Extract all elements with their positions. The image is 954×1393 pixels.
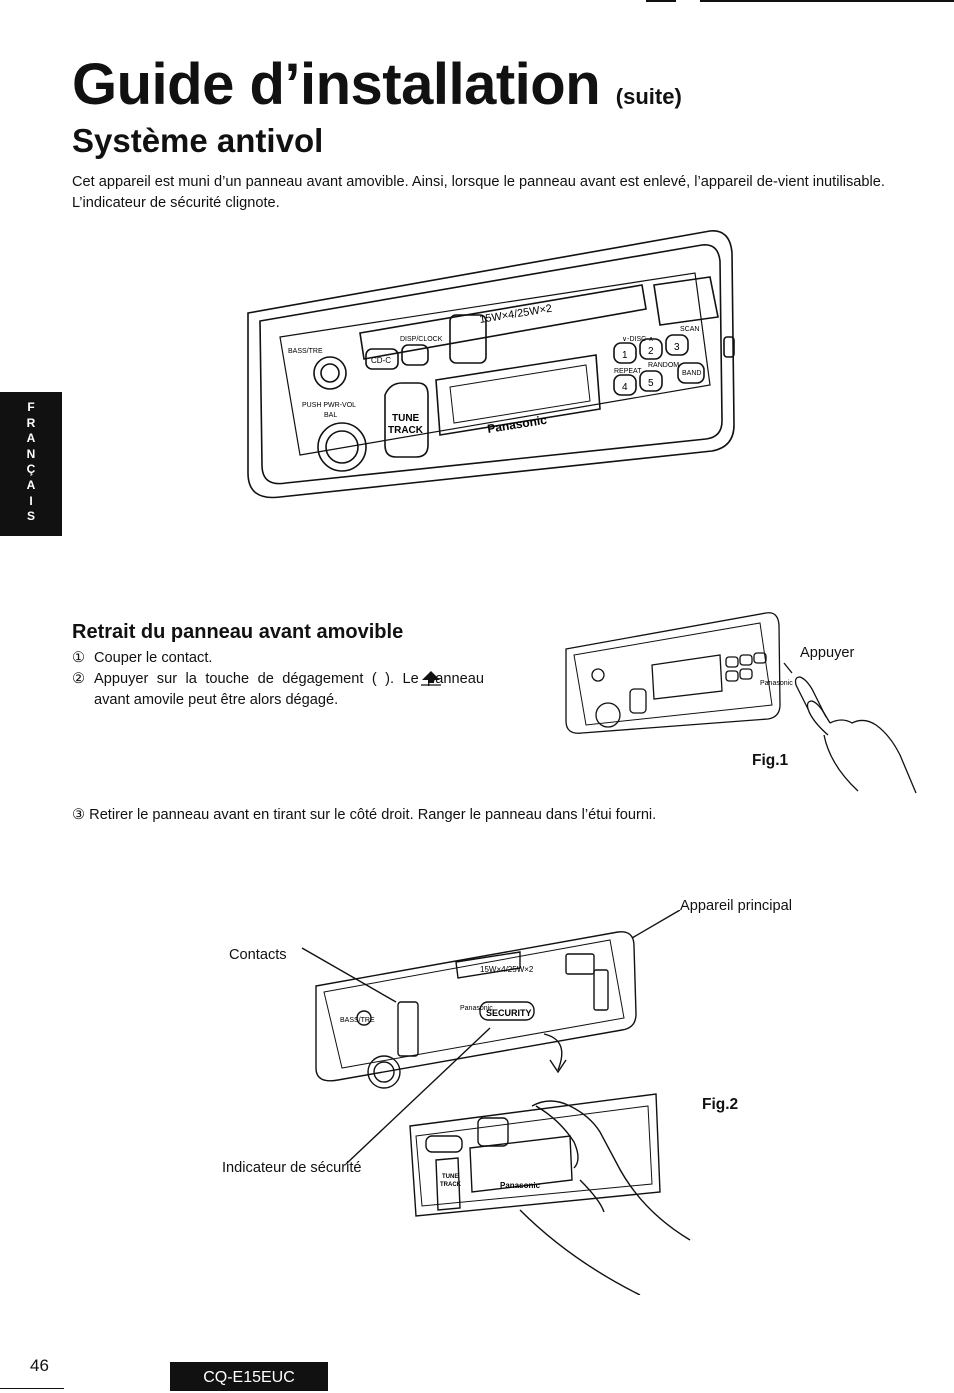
- label-disp-clock: DISP/CLOCK: [400, 336, 443, 343]
- label-bal: BAL: [324, 412, 337, 419]
- step-number: ③: [72, 807, 86, 823]
- fig2-brand: Panasonic: [460, 1005, 493, 1012]
- step-text: Appuyer sur la touche de dégagement ( ).…: [94, 671, 484, 708]
- fig2-panel-brand: Panasonic: [500, 1181, 541, 1190]
- label-preset-4: 4: [622, 382, 628, 393]
- fig1-callout-press: Appuyer: [800, 645, 855, 661]
- language-tab-letter: A: [26, 477, 36, 492]
- step-text: Retirer le panneau avant en tirant sur l…: [89, 807, 657, 823]
- release-arrow-icon: [421, 671, 441, 686]
- label-bass-treble: BASS/TRE: [288, 348, 323, 355]
- page-title-text: Guide d’installation: [72, 52, 601, 117]
- label-scan: SCAN: [680, 326, 699, 333]
- step-item: ② Appuyer sur la touche de dégagement ( …: [72, 669, 484, 711]
- removal-heading: Retrait du panneau avant amovible: [72, 621, 404, 643]
- language-tab-letter: Ç: [26, 462, 36, 477]
- page-title-suffix: (suite): [615, 84, 682, 109]
- step-number: ①: [72, 650, 86, 666]
- fig1-label: Fig.1: [752, 752, 789, 769]
- label-tune: TUNE: [392, 413, 420, 424]
- label-push-pwr-vol: PUSH PWR-VOL: [302, 402, 356, 409]
- label-preset-5: 5: [648, 378, 654, 389]
- car-stereo-illustration: BASS/TRE DISP/CLOCK PUSH PWR-VOL BAL CD-…: [247, 230, 735, 499]
- fig1-brand: Panasonic: [760, 680, 793, 687]
- fig2-label: Fig.2: [702, 1096, 739, 1113]
- fig2-callout-main-unit: Appareil principal: [680, 898, 792, 914]
- removal-steps: ① Couper le contact. ② Appuyer sur la to…: [72, 648, 484, 711]
- top-rule-long: [700, 0, 954, 2]
- language-tab-letter: F: [27, 400, 35, 414]
- language-tab-letter: I: [29, 493, 33, 508]
- bottom-rule: [0, 1388, 64, 1389]
- page-number: 46: [30, 1356, 49, 1375]
- fig2-panel-track: TRACK: [440, 1182, 462, 1188]
- language-tab-letter: A: [26, 431, 36, 446]
- language-tab-letter: R: [26, 415, 36, 430]
- language-tab: F R A N Ç A I S: [0, 392, 62, 536]
- language-tab-letter: S: [26, 509, 35, 524]
- fig1-illustration: Panasonic: [565, 612, 917, 794]
- fig2-label-bass-treble: BASS/TRE: [340, 1017, 375, 1024]
- intro-paragraph: Cet appareil est muni d’un panneau avant…: [72, 174, 885, 211]
- model-badge: CQ-E15EUC: [170, 1362, 328, 1391]
- fig2-callout-contacts: Contacts: [229, 947, 287, 963]
- fig2-power-spec: 15W×4/25W×2: [480, 965, 534, 974]
- step-number: ②: [72, 671, 86, 687]
- label-band: BAND: [682, 370, 701, 377]
- label-random: RANDOM: [648, 362, 679, 369]
- label-preset-3: 3: [674, 342, 680, 353]
- section-title: Système antivol: [72, 122, 324, 159]
- label-track: TRACK: [388, 425, 424, 436]
- step-item: ③ Retirer le panneau avant en tirant sur…: [72, 805, 656, 826]
- label-disc: ∨-DISC-∧: [622, 336, 654, 343]
- fig2-panel-tune: TUNE: [442, 1174, 458, 1180]
- label-preset-1: 1: [622, 350, 628, 361]
- fig2-callout-security-indicator: Indicateur de sécurité: [222, 1160, 362, 1176]
- label-repeat: REPEAT: [614, 368, 642, 375]
- step-text: Couper le contact.: [94, 650, 213, 666]
- label-preset-2: 2: [648, 346, 654, 357]
- language-tab-letter: N: [26, 446, 36, 461]
- fig2-illustration: BASS/TRE Panasonic SECURITY 15W×4/25W×2 …: [301, 910, 691, 1295]
- fig2-security-badge: SECURITY: [486, 1008, 532, 1018]
- top-rule-short: [646, 0, 676, 2]
- page-title: Guide d’installation (suite): [72, 56, 682, 114]
- step-item: ① Couper le contact.: [72, 648, 484, 669]
- label-cd-c: CD-C: [371, 356, 391, 365]
